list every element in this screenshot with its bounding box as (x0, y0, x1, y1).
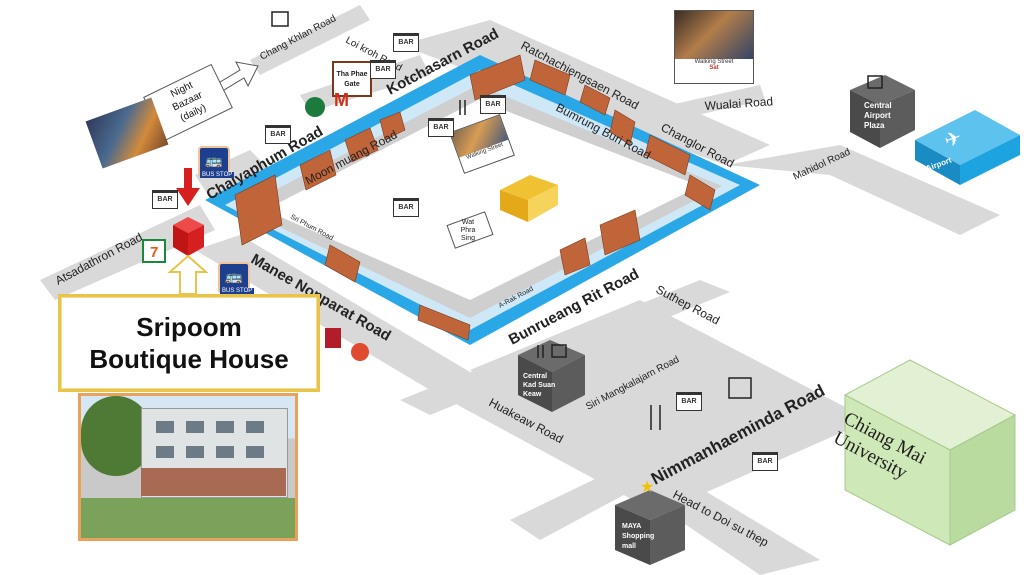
nimman-star-icon: ★ (640, 479, 654, 496)
svg-text:MAYA: MAYA (622, 523, 641, 530)
road-atsadathron (40, 205, 215, 300)
bar-sign-icon: BAR (265, 125, 291, 144)
svg-text:Plaza: Plaza (864, 121, 885, 130)
bar-sign-icon: BAR (393, 33, 419, 52)
bar-sign-icon: BAR (676, 392, 702, 411)
svg-text:Tha Phae: Tha Phae (336, 71, 367, 78)
hotel-photo (78, 393, 298, 541)
bar-sign-icon: BAR (393, 198, 419, 217)
kfc-icon (325, 328, 341, 348)
mcdonalds-icon: M (334, 90, 349, 110)
central-kad-suan-keaw: Central Kad Suan Keaw (518, 340, 585, 412)
tha-phae-gate-sign: Tha Phae Gate (332, 61, 372, 97)
city-wall-bricks (234, 54, 716, 341)
bar-sign-icon: BAR (480, 95, 506, 114)
svg-text:Kad Suan: Kad Suan (523, 382, 555, 389)
svg-text:Phra: Phra (461, 227, 476, 234)
road-manee-nopparat (195, 235, 470, 390)
bar-sign-icon: BAR (752, 452, 778, 471)
svg-text:mall: mall (622, 543, 636, 550)
hotel-name-line1: Sripoom (136, 312, 242, 342)
shopping-bag-icon (271, 11, 883, 399)
hotel-marker (167, 168, 209, 295)
hotel-name-box: Sripoom Boutique House (58, 294, 320, 392)
bar-sign-icon: BAR (152, 190, 178, 209)
road-wualai (670, 85, 765, 120)
bus-stop-label-south: BUS STOP (220, 288, 255, 294)
bus-stop-label-north: BUS STOP (200, 172, 235, 178)
svg-text:7: 7 (150, 244, 158, 261)
svg-text:Wat: Wat (462, 219, 474, 226)
svg-text:Shopping: Shopping (622, 533, 654, 540)
road-chang-khlan (250, 5, 370, 75)
seven-eleven-icon: 7 (142, 239, 166, 263)
road-doi-suthep (620, 470, 820, 575)
airport-box: ✈ Airport (915, 110, 1020, 185)
svg-text:Central: Central (864, 101, 892, 110)
walking-street-sat-card: Walking Street Sat (674, 10, 754, 84)
central-airport-plaza: Central Airport Plaza (850, 75, 915, 148)
label-wualai: Wualai Road (704, 94, 773, 113)
svg-text:Airport: Airport (864, 111, 891, 120)
chiang-mai-university (843, 359, 1017, 546)
road-mahidol (725, 145, 1000, 235)
wat-phra-singh: Wat Phra Sing (446, 175, 558, 249)
airplane-icon: ✈ (941, 126, 964, 152)
road-nimman-strip (510, 385, 810, 540)
maya-shopping-mall: MAYA Shopping mall (615, 490, 685, 565)
bar-sign-icon: BAR (428, 118, 454, 137)
pizza-icon (351, 343, 369, 361)
svg-text:Keaw: Keaw (523, 391, 542, 398)
svg-text:Gate: Gate (344, 81, 360, 88)
hotel-name-line2: Boutique House (89, 344, 289, 374)
fork-knife-icon (459, 100, 661, 430)
red-arrow-icon (184, 168, 192, 190)
bar-sign-icon: BAR (370, 60, 396, 79)
svg-text:Central: Central (523, 373, 547, 380)
starbucks-icon (305, 97, 325, 117)
svg-text:Sing: Sing (461, 235, 475, 242)
